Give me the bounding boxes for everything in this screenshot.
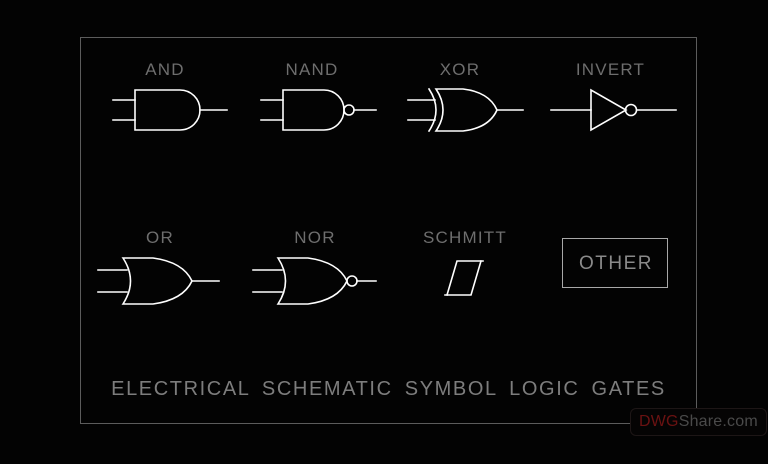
- xor-gate-symbol: [407, 87, 524, 133]
- gate-or: OR: [95, 228, 225, 305]
- gate-invert-label: INVERT: [575, 60, 646, 79]
- watermark-dwg: DWG: [639, 413, 679, 430]
- gate-schmitt: SCHMITT: [405, 228, 525, 303]
- inverter-gate-symbol: [550, 88, 677, 132]
- schmitt-hysteresis-symbol: [444, 260, 484, 296]
- watermark-com: .com: [722, 413, 758, 430]
- gate-nand-label: NAND: [285, 60, 339, 79]
- nor-gate-symbol: [252, 257, 377, 305]
- nand-gate-symbol: [260, 89, 377, 131]
- gate-schmitt-label: SCHMITT: [423, 228, 507, 247]
- gate-or-label: OR: [146, 228, 174, 247]
- or-gate-symbol: [97, 257, 220, 305]
- gate-invert: INVERT: [548, 60, 683, 132]
- gate-nor: NOR: [250, 228, 380, 305]
- drawing-caption: ELECTRICAL SCHEMATIC SYMBOL LOGIC GATES: [111, 378, 666, 400]
- gate-and-label: AND: [145, 60, 185, 79]
- gate-nor-label: NOR: [294, 228, 336, 247]
- gate-nand: NAND: [258, 60, 383, 131]
- watermark-share: Share: [678, 413, 723, 430]
- gate-xor-label: XOR: [439, 60, 481, 79]
- gate-xor: XOR: [405, 60, 530, 133]
- other-box-symbol[interactable]: OTHER: [562, 238, 668, 288]
- and-gate-symbol: [112, 89, 228, 131]
- drawing-border: [80, 37, 697, 424]
- gate-and: AND: [110, 60, 235, 131]
- gate-other-label: OTHER: [579, 253, 653, 274]
